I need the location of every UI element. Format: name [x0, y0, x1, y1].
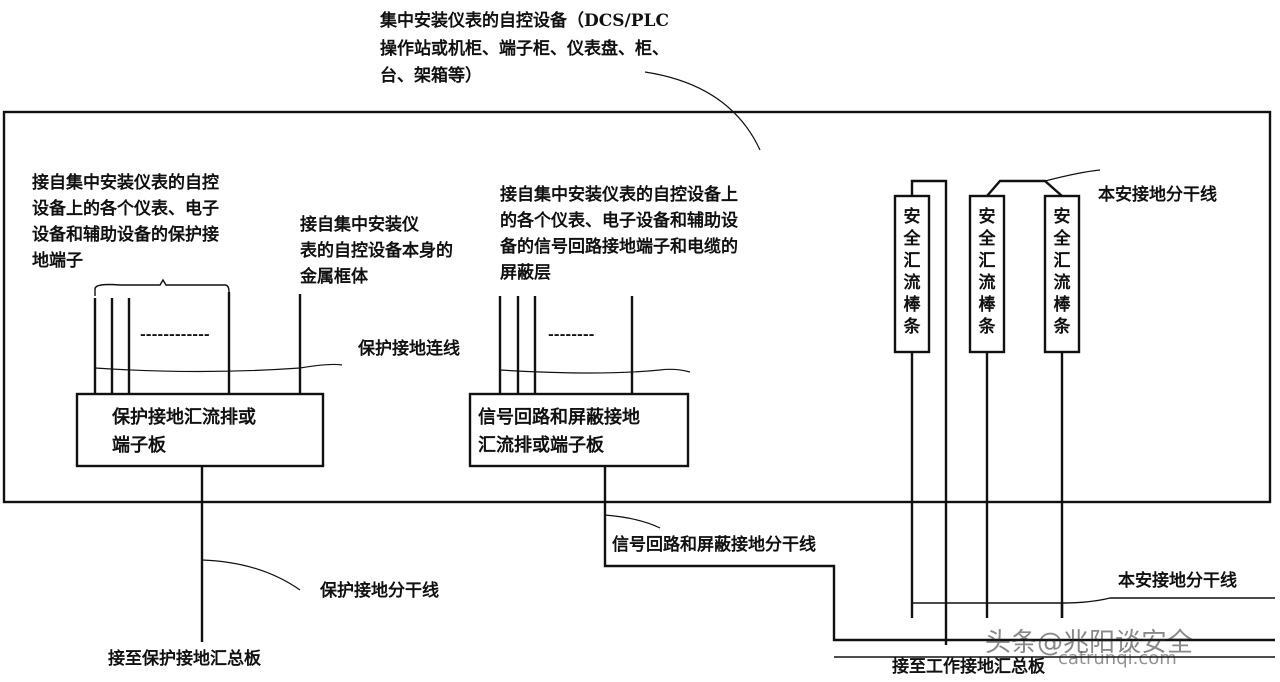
- safety-branch-bottom-label: 本安接地分干线: [1118, 571, 1237, 591]
- signal-connection-curve: [499, 368, 691, 374]
- safety-top-connection: [910, 179, 948, 645]
- signal-branch-label: 信号回路和屏蔽接地分干线: [612, 535, 816, 555]
- protect-terminals-label-2: 设备上的各个仪表、电子: [32, 199, 219, 219]
- watermark-text: 头条@兆阳谈安全: [985, 628, 1194, 658]
- metal-frame-label-2: 表的自控设备本身的: [300, 241, 453, 261]
- to-protect-main-label: 接至保护接地汇总板: [108, 649, 261, 669]
- protect-busbar-box: [75, 392, 325, 468]
- protect-terminals-label-1: 接自集中安装仪表的自控: [32, 173, 219, 193]
- equipment-label-line-1: 集中安装仪表的自控设备（DCS/PLC: [380, 11, 670, 31]
- protect-busbar-label-2: 端子板: [112, 435, 166, 456]
- protect-busbar-label-1: 保护接地汇流排或: [112, 407, 256, 428]
- signal-busbar-label-1: 信号回路和屏蔽接地: [478, 407, 640, 428]
- metal-frame-label-1: 接自集中安装仪: [300, 215, 419, 235]
- dashes-left: ------------: [140, 327, 210, 343]
- protect-wires-left: [93, 292, 302, 393]
- metal-frame-label-3: 金属框体: [300, 267, 368, 287]
- left-group-brace: [94, 278, 230, 296]
- signal-terminals-label-2: 的各个仪表、电子设备和辅助设: [500, 211, 738, 231]
- equipment-label-line-2: 操作站或机柜、端子柜、仪表盘、柜、: [380, 39, 669, 59]
- to-work-main-label: 接至工作接地汇总板: [892, 657, 1045, 677]
- signal-terminals-label-3: 备的信号回路接地端子和电缆的: [500, 237, 738, 257]
- safety-busbar-label-2: 安全汇流棒条: [978, 207, 996, 337]
- equipment-label-line-3: 台、架箱等）: [380, 66, 482, 86]
- signal-busbar-box: [468, 392, 690, 468]
- safety-busbar-label-1: 安全汇流棒条: [903, 207, 921, 337]
- watermark-url: catrunqi.com: [1058, 648, 1177, 669]
- protect-terminals-label-4: 地端子: [32, 251, 83, 271]
- safety-busbar-label-3: 安全汇流棒条: [1053, 207, 1071, 337]
- safety-branch-top-label: 本安接地分干线: [1098, 185, 1217, 205]
- protect-branch-label: 保护接地分干线: [320, 581, 439, 601]
- signal-branch-callout: [604, 514, 661, 529]
- equipment-callout-line: [644, 71, 761, 151]
- equipment-enclosure: [2, 110, 1272, 504]
- protect-terminals-label-3: 设备和辅助设备的保护接: [32, 225, 219, 245]
- signal-terminals-label-1: 接自集中安装仪表的自控设备上: [500, 185, 738, 205]
- signal-wires: [498, 296, 634, 393]
- dashes-right: --------: [548, 327, 595, 343]
- signal-terminals-label-4: 屏蔽层: [500, 263, 551, 283]
- safety-top-connection-2: [986, 179, 1063, 197]
- protect-branch-callout: [201, 559, 301, 591]
- signal-busbar-label-2: 汇流排或端子板: [478, 435, 604, 456]
- signal-branch-line: [603, 466, 1275, 642]
- protect-wire-line: [94, 363, 343, 373]
- protect-wire-label: 保护接地连线: [358, 339, 460, 359]
- safety-top-callout: [1044, 169, 1101, 182]
- safety-branch-bottom-line: [912, 597, 1275, 604]
